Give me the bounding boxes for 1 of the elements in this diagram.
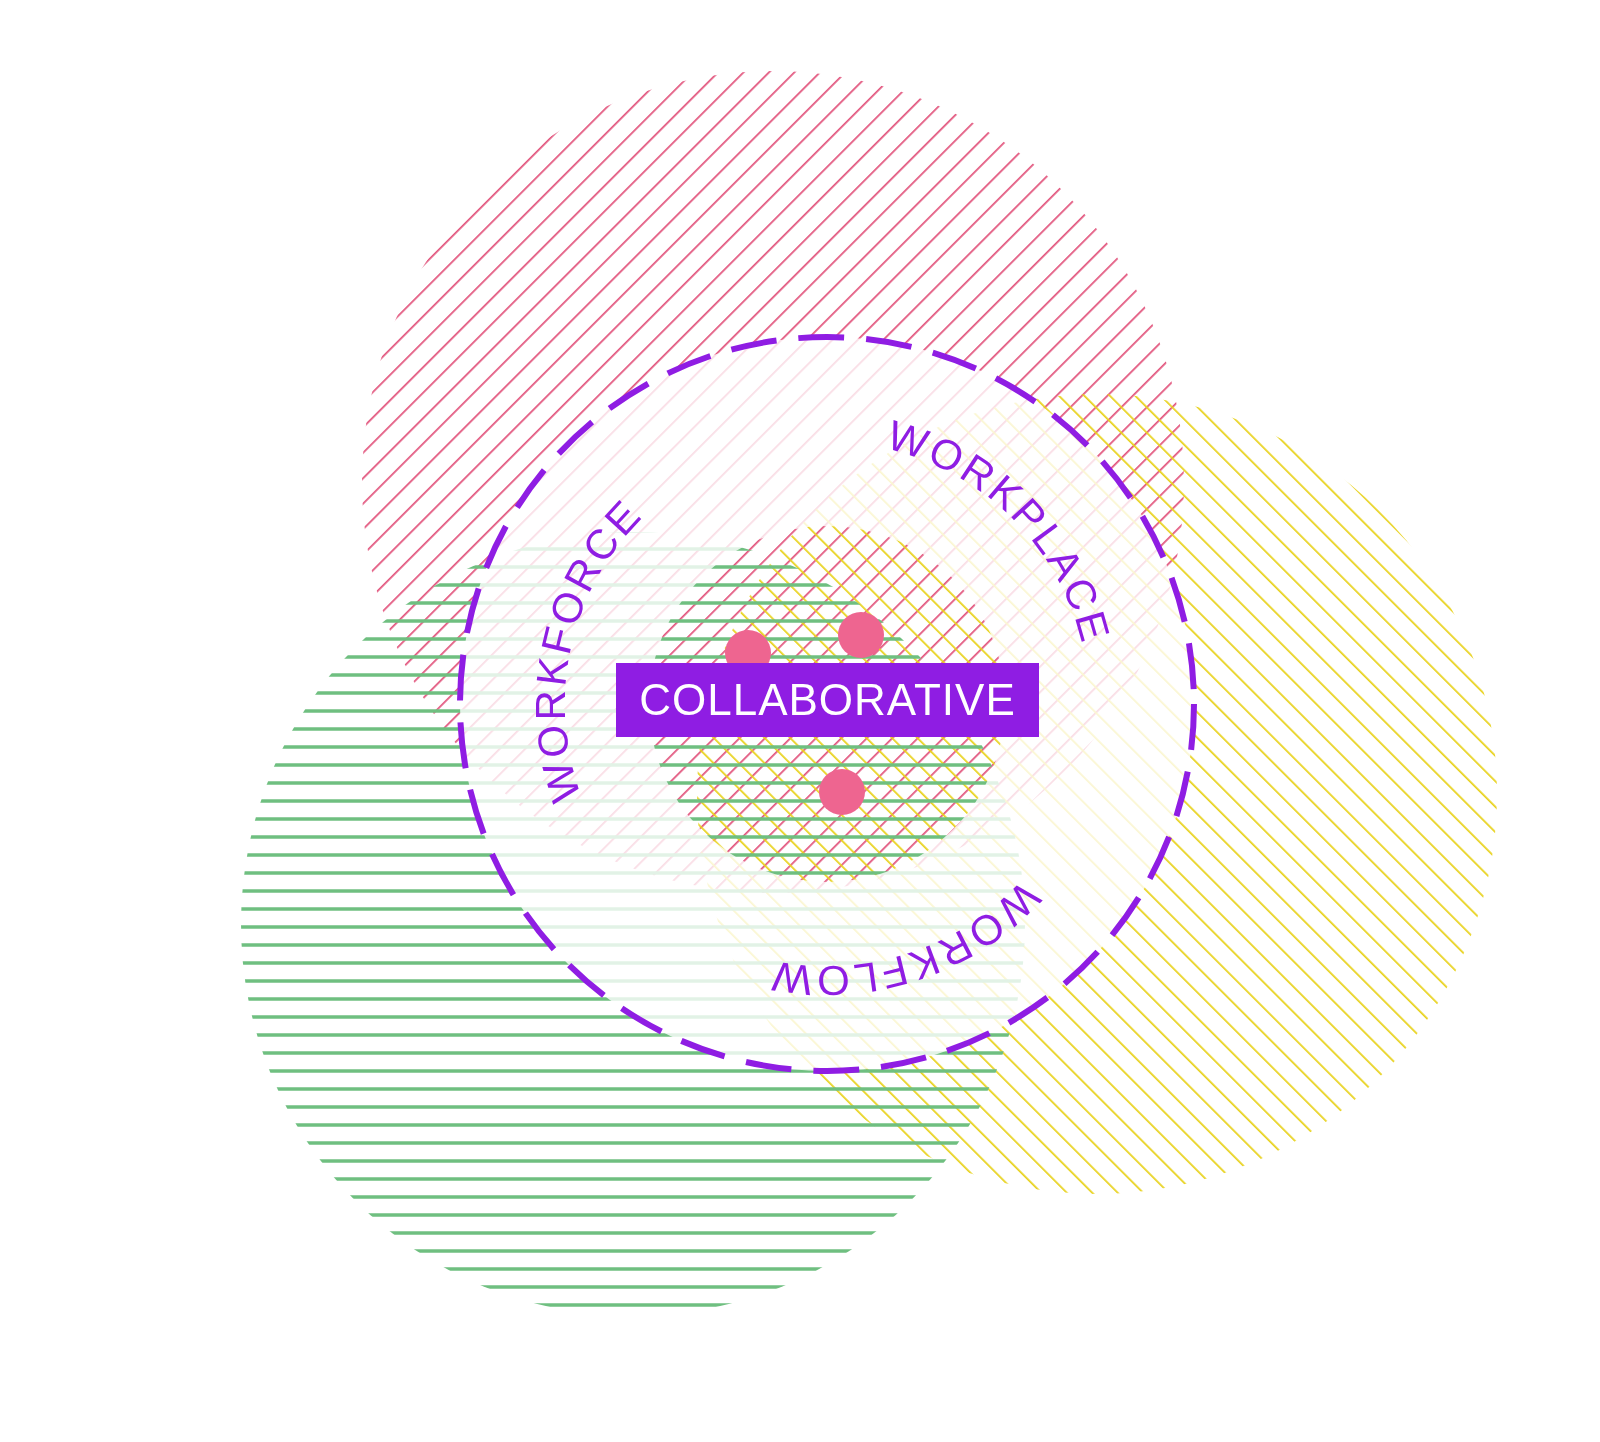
title-banner: COLLABORATIVE: [616, 663, 1039, 737]
